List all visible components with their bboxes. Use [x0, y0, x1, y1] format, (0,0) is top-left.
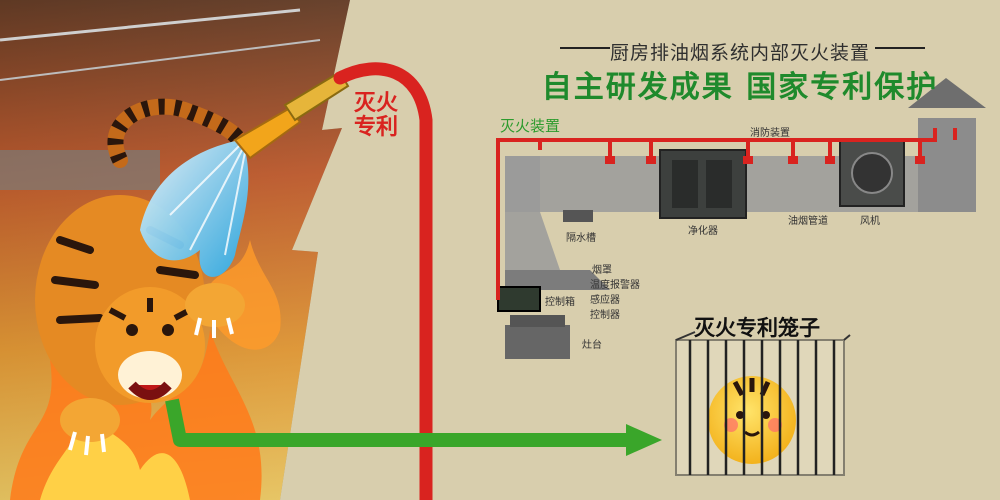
- hood-label: 烟罩: [592, 265, 612, 276]
- fan-label: 风机: [860, 216, 880, 227]
- water-tank: [563, 210, 593, 222]
- baby-tiger: [708, 376, 796, 464]
- control-box: [497, 286, 541, 312]
- purifier-label: 净化器: [688, 226, 718, 237]
- green-arrow: [165, 398, 662, 456]
- nozzle: [233, 70, 350, 160]
- fan-box: [839, 139, 905, 207]
- stove-label: 灶台: [582, 340, 602, 351]
- cage-title: 灭火专利笼子: [694, 316, 820, 340]
- controller-label: 控制器: [590, 310, 620, 321]
- patent-hose-label-line1: 灭火: [354, 91, 399, 116]
- patent-hose-label: 灭火 专利: [354, 92, 398, 140]
- page-title: 自主研发成果 国家专利保护: [541, 70, 939, 105]
- water-spray: [140, 140, 249, 277]
- control-box-label: 控制箱: [545, 297, 575, 308]
- patent-hose-label-line2: 专利: [354, 115, 399, 140]
- fire-device-label: 灭火装置: [500, 117, 561, 135]
- red-patent-hose: [333, 62, 433, 500]
- stove: [505, 325, 570, 359]
- water-tank-label: 隔水槽: [566, 233, 596, 244]
- hood-duct: [505, 156, 560, 270]
- red-pipe-network: [496, 128, 937, 300]
- sensor-label: 感应器: [590, 295, 620, 306]
- subtitle: 厨房排油烟系统内部灭火装置: [609, 42, 870, 64]
- hood-shape: [505, 270, 610, 290]
- patent-cage: [675, 331, 851, 476]
- duct-label: 油烟管道: [788, 216, 828, 227]
- exhaust-system-diagram: [496, 78, 986, 359]
- temp-alarm-label: 温度报警器: [590, 280, 640, 291]
- fire-system-label: 消防装置: [750, 128, 790, 139]
